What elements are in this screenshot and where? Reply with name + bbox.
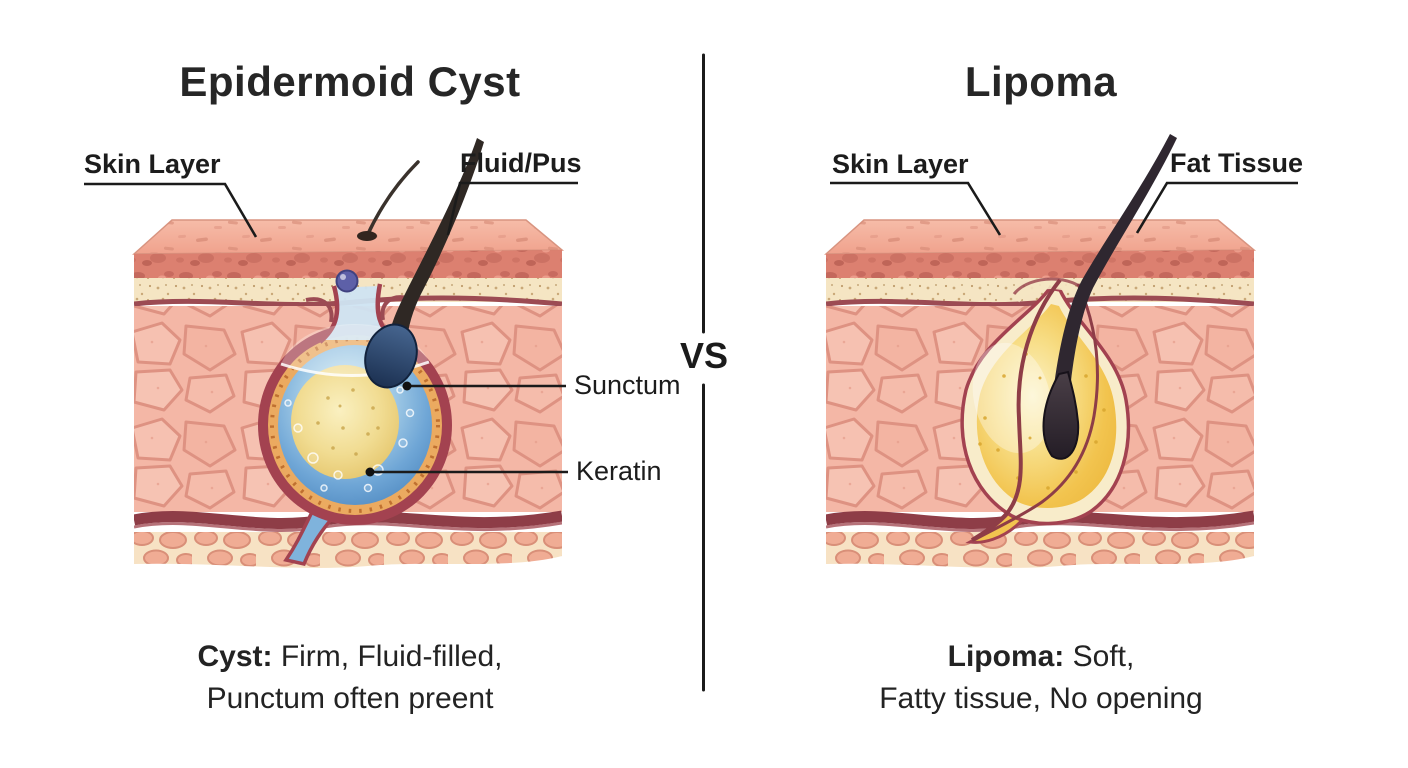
keratin-core [291, 365, 399, 479]
hair-shaft [1054, 134, 1177, 390]
right-caption-term: Lipoma: [947, 640, 1065, 673]
label-fluid-pus: Fluid/Pus [460, 148, 582, 178]
surface-hair [365, 160, 420, 238]
leader-fluid-pus [446, 181, 578, 236]
left-caption-line1: Cyst: Firm, Fluid-filled, [129, 636, 571, 678]
fat-layer [134, 532, 562, 568]
label-skin-layer-left: Skin Layer [84, 149, 221, 179]
skin-top-surface [132, 219, 565, 255]
label-keratin: Keratin [576, 456, 662, 486]
lipoma-illustration [824, 134, 1257, 568]
hair-pore [357, 231, 377, 241]
leader-skin-layer-left [84, 182, 258, 238]
leader-dot-keratin [365, 467, 375, 477]
hair-shaft [388, 138, 484, 346]
hair-bulb [364, 323, 418, 389]
right-caption-line1: Lipoma: Soft, [820, 636, 1262, 678]
label-skin-layer-right: Skin Layer [832, 149, 969, 179]
label-punctum: Sunctum [574, 370, 681, 400]
right-caption: Lipoma: Soft, Fatty tissue, No opening [820, 636, 1262, 720]
label-fat-tissue: Fat Tissue [1170, 148, 1304, 178]
cyst-tail [283, 505, 337, 567]
leader-fat-tissue [1135, 181, 1298, 234]
right-caption-rest: Soft, [1064, 640, 1135, 673]
leader-dot-punctum [402, 381, 412, 391]
left-caption-rest: Firm, Fluid-filled, [272, 640, 503, 673]
skin-top-surface [824, 219, 1257, 255]
vs-text: VS [679, 335, 729, 376]
leader-skin-layer-right [830, 181, 1002, 236]
fat-layer [826, 532, 1254, 568]
left-caption: Cyst: Firm, Fluid-filled, Punctum often … [129, 636, 571, 720]
hair-bulb [1042, 370, 1080, 460]
left-panel-title: Epidermoid Cyst [179, 58, 521, 105]
right-caption-line2: Fatty tissue, No opening [879, 682, 1203, 715]
epidermis-layer [826, 250, 1254, 280]
left-caption-term: Cyst: [197, 640, 273, 673]
epidermoid-cyst-illustration [132, 138, 565, 568]
right-panel-title: Lipoma [964, 58, 1118, 105]
follicle-sheath [970, 278, 1062, 542]
left-caption-line2: Punctum often preent [206, 682, 494, 715]
